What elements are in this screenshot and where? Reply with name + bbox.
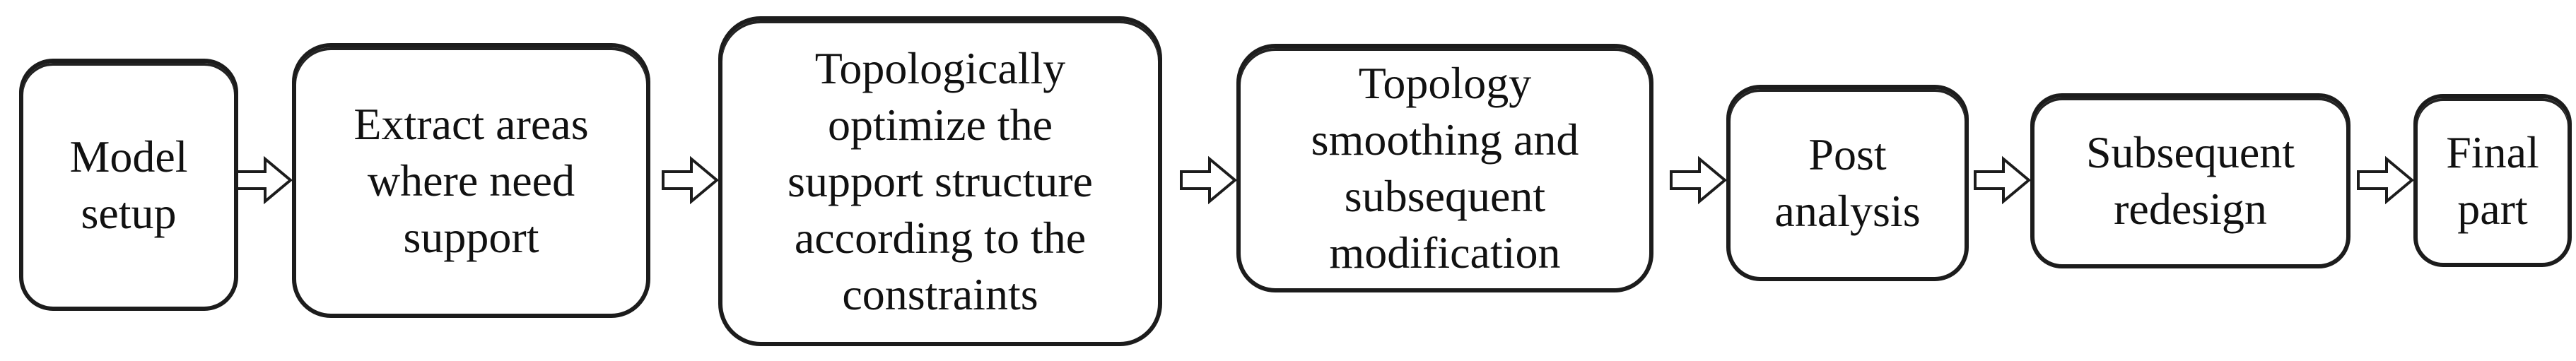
- flow-step-label: Final part: [2446, 126, 2539, 234]
- flow-step-subsequent-redesign: Subsequent redesign: [2030, 93, 2350, 268]
- flow-step-model-setup: Model setup: [19, 59, 238, 311]
- flow-step-label: Topology smoothing and subsequent modifi…: [1311, 58, 1579, 278]
- flow-arrow-icon: [662, 155, 718, 206]
- flow-step-final-part: Final part: [2413, 94, 2572, 267]
- flow-step-label: Post analysis: [1774, 129, 1921, 236]
- flow-step-post-analysis: Post analysis: [1726, 85, 1969, 281]
- flow-step-label: Extract areas where need support: [353, 98, 589, 262]
- flow-step-extract-areas: Extract areas where need support: [292, 43, 650, 318]
- flow-step-label: Model setup: [69, 131, 188, 238]
- flow-step-topology-smoothing: Topology smoothing and subsequent modifi…: [1236, 44, 1653, 292]
- flow-arrow-icon: [1974, 155, 2030, 206]
- flow-step-label: Subsequent redesign: [2085, 127, 2295, 234]
- flow-arrow-icon: [1670, 155, 1726, 206]
- flow-arrow-icon: [235, 155, 292, 206]
- flow-step-label: Topologically optimize the support struc…: [788, 42, 1093, 319]
- flow-arrow-icon: [2357, 155, 2413, 206]
- flow-step-topology-optimize: Topologically optimize the support struc…: [718, 16, 1162, 346]
- flow-arrow-icon: [1180, 155, 1236, 206]
